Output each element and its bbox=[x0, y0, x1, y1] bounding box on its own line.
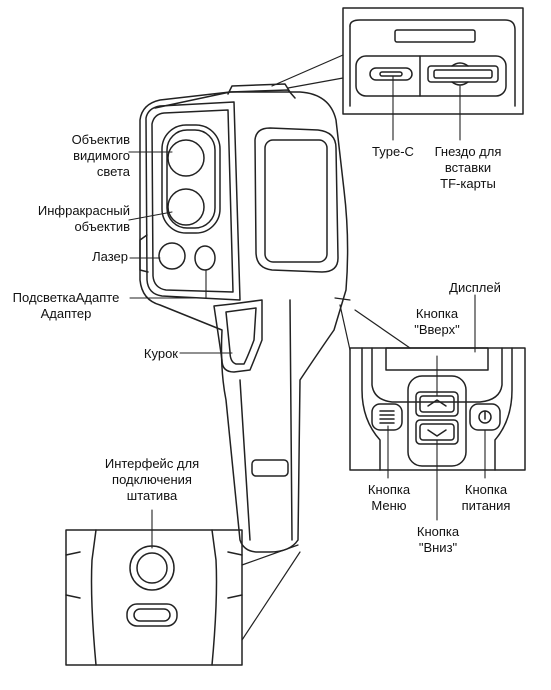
up-button-label: Кнопка "Вверх" bbox=[396, 306, 478, 338]
up-button-label-line2: "Вверх" bbox=[396, 322, 478, 338]
menu-button-label-line2: Меню bbox=[356, 498, 422, 514]
tf-slot-label: Гнездо для вставки TF-карты bbox=[420, 144, 516, 192]
ir-lens-label: Инфракрасный объектив bbox=[8, 203, 130, 235]
laser-label: Лазер bbox=[60, 249, 128, 265]
ports-inset bbox=[272, 8, 523, 114]
menu-button-label: Кнопка Меню bbox=[356, 482, 422, 514]
tripod-label-line3: штатива bbox=[90, 488, 214, 504]
tf-slot-label-line1: Гнездо для bbox=[420, 144, 516, 160]
power-button-label-line1: Кнопка bbox=[448, 482, 524, 498]
power-button-label: Кнопка питания bbox=[448, 482, 524, 514]
tripod-label: Интерфейс для подключения штатива bbox=[90, 456, 214, 504]
down-button-label-line2: "Вниз" bbox=[400, 540, 476, 556]
trigger-label: Курок bbox=[110, 346, 178, 362]
backlight-label-line2: Адаптер bbox=[0, 306, 132, 322]
backlight-label-line1: ПодсветкаАдапте bbox=[0, 290, 132, 306]
visible-lens-label-line2: видимого bbox=[40, 148, 130, 164]
tripod-inset bbox=[66, 530, 300, 665]
up-button-label-line1: Кнопка bbox=[396, 306, 478, 322]
tf-slot-label-line3: TF-карты bbox=[420, 176, 516, 192]
tripod-label-line1: Интерфейс для bbox=[90, 456, 214, 472]
type-c-label: Type-C bbox=[360, 144, 426, 160]
tripod-label-line2: подключения bbox=[90, 472, 214, 488]
down-button-label: Кнопка "Вниз" bbox=[400, 524, 476, 556]
ir-lens-label-line1: Инфракрасный bbox=[8, 203, 130, 219]
display-label: Дисплей bbox=[436, 280, 514, 296]
ir-lens-label-line2: объектив bbox=[8, 219, 130, 235]
visible-lens-label-line3: света bbox=[40, 164, 130, 180]
visible-lens-label: Объектив видимого света bbox=[40, 132, 130, 180]
backlight-label: ПодсветкаАдапте Адаптер bbox=[0, 290, 132, 322]
visible-lens-label-line1: Объектив bbox=[40, 132, 130, 148]
tf-slot-label-line2: вставки bbox=[420, 160, 516, 176]
down-button-label-line1: Кнопка bbox=[400, 524, 476, 540]
power-button-label-line2: питания bbox=[448, 498, 524, 514]
menu-button-label-line1: Кнопка bbox=[356, 482, 422, 498]
